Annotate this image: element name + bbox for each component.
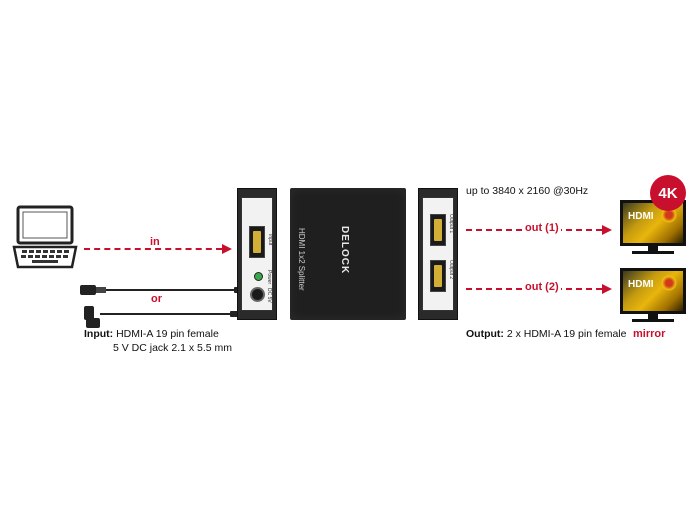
input-line2: 5 V DC jack 2.1 x 5.5 mm	[113, 342, 233, 354]
splitter-body	[290, 188, 406, 320]
badge-text: 4K	[658, 184, 678, 202]
mirror-label: mirror	[633, 328, 666, 340]
power-led-icon	[254, 272, 263, 281]
monitor2-stand	[648, 314, 658, 319]
monitor2-hdmi-text: HDMI	[628, 279, 654, 290]
monitor1-base	[632, 251, 674, 254]
resolution-label: up to 3840 x 2160 @30Hz	[466, 185, 589, 197]
output-heading: Output:	[466, 328, 504, 340]
brand-logo: DELOCK	[339, 226, 350, 275]
monitor2-base	[632, 319, 674, 322]
output2-hdmi-port	[430, 260, 446, 292]
out2-label: out (2)	[523, 281, 561, 293]
flower-icon	[661, 207, 677, 223]
output2-port-label: Output 2	[448, 260, 454, 280]
power-label: Power	[266, 270, 272, 285]
input-description: Input: HDMI-A 19 pin female	[84, 328, 219, 340]
in-label: in	[150, 236, 160, 248]
dc-label: DC 5V	[266, 288, 272, 303]
output1-port-label: Output 1	[448, 214, 454, 234]
or-label: or	[151, 293, 162, 305]
monitor1-stand	[648, 246, 658, 251]
splitter-output-panel	[418, 188, 458, 320]
monitor1-hdmi-text: HDMI	[628, 211, 654, 222]
input-line1: HDMI-A 19 pin female	[116, 328, 219, 340]
monitor2-screen: HDMI	[620, 268, 686, 314]
flower-icon	[661, 275, 677, 291]
product-name: HDMI 1x2 Splitter	[297, 228, 306, 291]
output1-hdmi-port	[430, 214, 446, 246]
output-description: Output: 2 x HDMI-A 19 pin female	[466, 328, 626, 340]
input-port-label: Input	[267, 234, 273, 246]
output-desc: 2 x HDMI-A 19 pin female	[506, 328, 627, 340]
input-heading: Input:	[84, 328, 114, 340]
4k-badge: 4K	[650, 175, 686, 211]
input-hdmi-port	[249, 226, 265, 258]
out1-label: out (1)	[523, 222, 561, 234]
dc-jack-icon	[250, 287, 265, 302]
